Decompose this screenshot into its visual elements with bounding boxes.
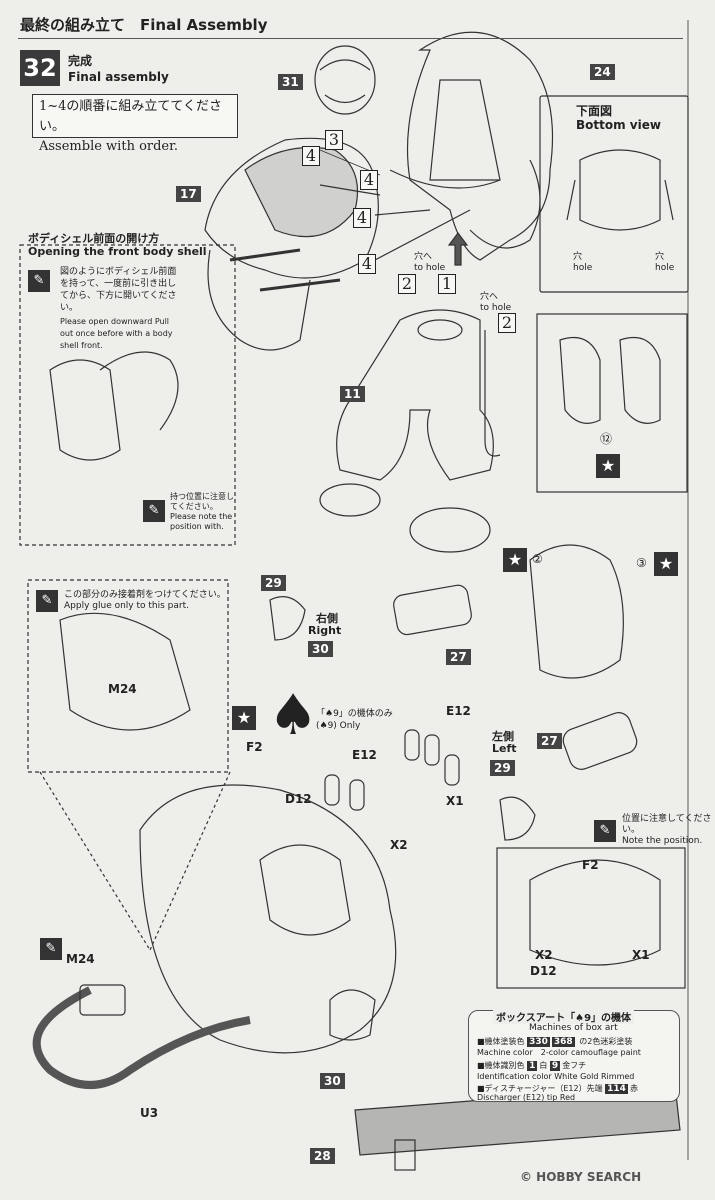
part-tag-17: 17 [176, 186, 201, 202]
order-number-3: 3 [325, 130, 343, 150]
left-label-en: Left [492, 742, 517, 755]
callout-u3: U3 [140, 1106, 159, 1120]
star-icon-main: ★ [232, 706, 256, 730]
star-icon-detail: ★ [596, 454, 620, 478]
hold-note: 持つ位置に注意してください。 Please note the position … [170, 492, 234, 531]
part-tag-30-left: 30 [320, 1073, 345, 1089]
bottom-view-title-jp: 下面図 [576, 104, 613, 118]
spade-icon: ♠ [268, 683, 319, 748]
front-shell-note-jp: 図のようにボディシェル前面を持って、一度前に引き出してから、下方に開いてください… [60, 267, 177, 313]
part-tag-11: 11 [340, 386, 365, 402]
callout-x2: X2 [390, 838, 408, 852]
legend-title: ボックスアート「♠9」の機体 [493, 1009, 635, 1024]
part-tag-28: 28 [310, 1148, 335, 1164]
watermark: © HOBBY SEARCH [520, 1170, 642, 1184]
glue-icon-m24: ✎ [40, 938, 62, 960]
hold-caution-icon: ✎ [143, 500, 165, 522]
detail-12-label: ⑫ [600, 432, 613, 446]
part-tag-30-right: 30 [308, 641, 333, 657]
step-title-jp: 完成 [68, 54, 93, 68]
part-tag-29-left: 29 [490, 760, 515, 776]
part-tag-27-left: 27 [537, 733, 562, 749]
detail-d12: D12 [530, 964, 557, 978]
header-divider [18, 38, 683, 39]
front-shell-title-en: Opening the front body shell [28, 245, 207, 258]
position-caution-icon: ✎ [594, 820, 616, 842]
page-title: 最終の組み立て Final Assembly [20, 16, 268, 34]
legend-row-identification-en: Identification color White Gold Rimmed [477, 1072, 635, 1081]
callout-e12-mid: E12 [352, 748, 377, 762]
callout-f2: F2 [246, 740, 263, 754]
order-number-2a: 2 [398, 274, 416, 294]
bottom-view-title-en: Bottom view [576, 118, 661, 132]
front-shell-note: 図のようにボディシェル前面を持って、一度前に引き出してから、下方に開いてください… [60, 266, 180, 352]
order-number-4b: 4 [360, 170, 378, 190]
part-tag-24: 24 [590, 64, 615, 80]
step-title-en: Final assembly [68, 70, 169, 84]
callout-x1: X1 [446, 794, 464, 808]
part-tag-29-right: 29 [261, 575, 286, 591]
order-number-4d: 4 [358, 254, 376, 274]
caution-icon: ✎ [28, 270, 50, 292]
box-art-legend: ボックスアート「♠9」の機体 Machines of box art ■機体塗装… [468, 1009, 680, 1102]
legend-row-discharger-en: Discharger (E12) tip Red [477, 1093, 576, 1102]
order-number-1: 1 [438, 274, 456, 294]
step-number-badge: 32 [20, 50, 60, 86]
glue-icon: ✎ [36, 590, 58, 612]
legend-subtitle: Machines of box art [529, 1023, 618, 1033]
order-note-en: Assemble with order. [39, 139, 179, 154]
assembly-order-note: 1~4の順番に組み立ててください。 Assemble with order. [32, 94, 238, 154]
star-icon-3: ★ [654, 552, 678, 576]
detail-x2: X2 [535, 948, 553, 962]
order-number-4a: 4 [302, 146, 320, 166]
right-label-en: Right [308, 624, 342, 637]
detail-f2: F2 [582, 858, 599, 872]
star-label-2: ② [532, 552, 543, 566]
callout-e12-top: E12 [446, 704, 471, 718]
front-shell-title-jp: ボディシェル前面の開け方 [28, 232, 160, 245]
star-icon-2: ★ [503, 548, 527, 572]
front-shell-note-en: Please open downward Pull out once befor… [60, 317, 173, 350]
legend-row-machine-color-en: Machine color 2-color camouflage paint [477, 1048, 641, 1057]
order-number-4c: 4 [353, 208, 371, 228]
spade-note: 「♠9」の機体のみ (♠9) Only [316, 709, 393, 731]
detail-x1: X1 [632, 948, 650, 962]
order-number-2b: 2 [498, 313, 516, 333]
left-label-jp: 左側 [492, 730, 514, 743]
callout-d12: D12 [285, 792, 312, 806]
callout-m24: M24 [66, 952, 95, 966]
order-note-jp: 1~4の順番に組み立ててください。 [39, 99, 223, 134]
glue-part-m24: M24 [108, 682, 137, 696]
part-tag-31: 31 [278, 74, 303, 90]
right-label-jp: 右側 [316, 612, 338, 625]
star-label-3: ③ [636, 556, 647, 570]
part-tag-27-right: 27 [446, 649, 471, 665]
position-note: 位置に注意してください。 Note the position. [622, 814, 712, 846]
glue-note: この部分のみ接着剤をつけてください。 Apply glue only to th… [64, 590, 226, 611]
